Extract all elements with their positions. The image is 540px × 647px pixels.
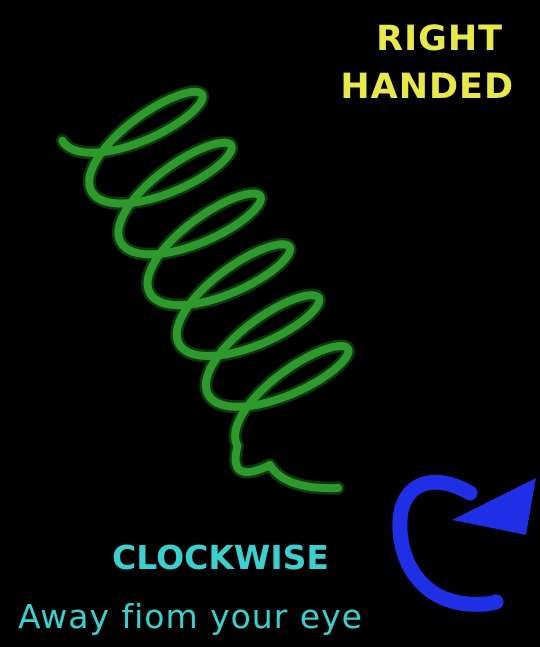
title-line-2: HANDED	[340, 70, 514, 105]
title-line-1: RIGHT	[376, 22, 503, 57]
arrow-arc	[400, 482, 496, 604]
view-label: Away fiom your eye	[18, 600, 363, 633]
direction-label: CLOCKWISE	[112, 541, 329, 574]
